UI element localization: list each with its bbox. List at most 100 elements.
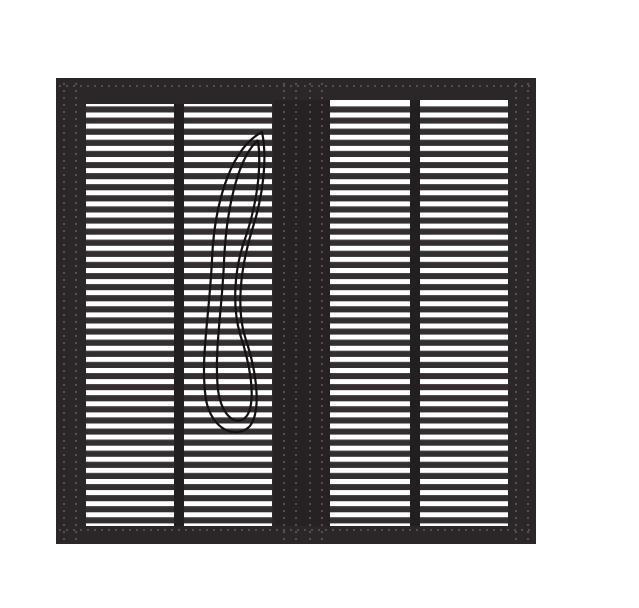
led-dot	[444, 529, 446, 531]
led-dot	[75, 321, 77, 323]
led-dot	[295, 230, 297, 232]
led-dot	[283, 118, 285, 120]
led-dot	[63, 90, 65, 92]
led-dot	[321, 272, 323, 274]
led-dot	[129, 529, 131, 531]
led-dot	[515, 209, 517, 211]
led-dot	[527, 349, 529, 351]
right-panel-center-spine	[274, 78, 330, 544]
led-dot	[527, 111, 529, 113]
led-dot	[295, 97, 297, 99]
led-dot	[241, 529, 243, 531]
led-dot	[75, 384, 77, 386]
left-panel-top-rail	[56, 78, 278, 104]
led-dot	[527, 342, 529, 344]
led-dot	[143, 85, 145, 87]
led-dot	[295, 335, 297, 337]
led-dot	[295, 503, 297, 505]
led-dot	[295, 202, 297, 204]
led-dot	[515, 426, 517, 428]
led-dot	[321, 496, 323, 498]
led-dot	[75, 328, 77, 330]
led-dot	[75, 251, 77, 253]
led-dot	[75, 209, 77, 211]
led-dot	[295, 188, 297, 190]
led-dot	[321, 440, 323, 442]
led-dot	[63, 202, 65, 204]
right-panel-right-edge	[508, 78, 536, 544]
led-dot	[75, 468, 77, 470]
led-dot	[295, 272, 297, 274]
led-dot	[63, 307, 65, 309]
led-dot	[75, 237, 77, 239]
led-dot	[63, 314, 65, 316]
led-dot	[283, 538, 285, 540]
led-dot	[515, 461, 517, 463]
led-dot	[527, 286, 529, 288]
led-dot	[63, 279, 65, 281]
led-dot	[527, 244, 529, 246]
led-dot	[283, 209, 285, 211]
led-dot	[465, 529, 467, 531]
led-dot	[309, 377, 311, 379]
led-dot	[283, 85, 285, 87]
led-dot	[321, 405, 323, 407]
led-dot	[75, 300, 77, 302]
led-dot	[321, 265, 323, 267]
led-dot	[94, 529, 96, 531]
led-dot	[75, 342, 77, 344]
led-dot	[430, 529, 432, 531]
cable-loop-outer	[202, 130, 266, 434]
led-dot	[309, 174, 311, 176]
led-dot	[515, 188, 517, 190]
led-dot	[321, 160, 323, 162]
led-dot	[283, 237, 285, 239]
led-dot	[321, 433, 323, 435]
led-dot	[283, 335, 285, 337]
led-dot	[360, 529, 362, 531]
led-dot	[295, 517, 297, 519]
led-dot	[283, 146, 285, 148]
led-dot	[527, 321, 529, 323]
led-dot	[63, 153, 65, 155]
led-dot	[321, 174, 323, 176]
led-dot	[75, 132, 77, 134]
led-dot	[63, 356, 65, 358]
led-dot	[527, 475, 529, 477]
led-dot	[309, 90, 311, 92]
led-dot	[295, 265, 297, 267]
led-dot	[220, 85, 222, 87]
led-dot	[402, 85, 404, 87]
led-dot	[527, 517, 529, 519]
led-dot	[527, 447, 529, 449]
led-dot	[283, 447, 285, 449]
led-dot	[283, 293, 285, 295]
led-dot	[192, 529, 194, 531]
led-dot	[295, 489, 297, 491]
led-dot	[63, 272, 65, 274]
led-dot	[515, 97, 517, 99]
led-dot	[227, 85, 229, 87]
led-dot	[515, 398, 517, 400]
led-dot	[309, 447, 311, 449]
led-dot	[63, 391, 65, 393]
led-dot	[63, 363, 65, 365]
led-dot	[94, 85, 96, 87]
led-dot	[75, 160, 77, 162]
led-dot	[309, 111, 311, 113]
led-dot	[143, 529, 145, 531]
led-dot	[321, 258, 323, 260]
led-dot	[515, 104, 517, 106]
led-dot	[213, 85, 215, 87]
led-dot	[283, 265, 285, 267]
led-dot	[430, 85, 432, 87]
led-dot	[374, 529, 376, 531]
led-dot	[527, 300, 529, 302]
led-dot	[309, 412, 311, 414]
led-dot	[309, 475, 311, 477]
led-dot	[527, 174, 529, 176]
led-dot	[332, 85, 334, 87]
led-dot	[63, 349, 65, 351]
led-dot	[309, 503, 311, 505]
led-dot	[527, 132, 529, 134]
